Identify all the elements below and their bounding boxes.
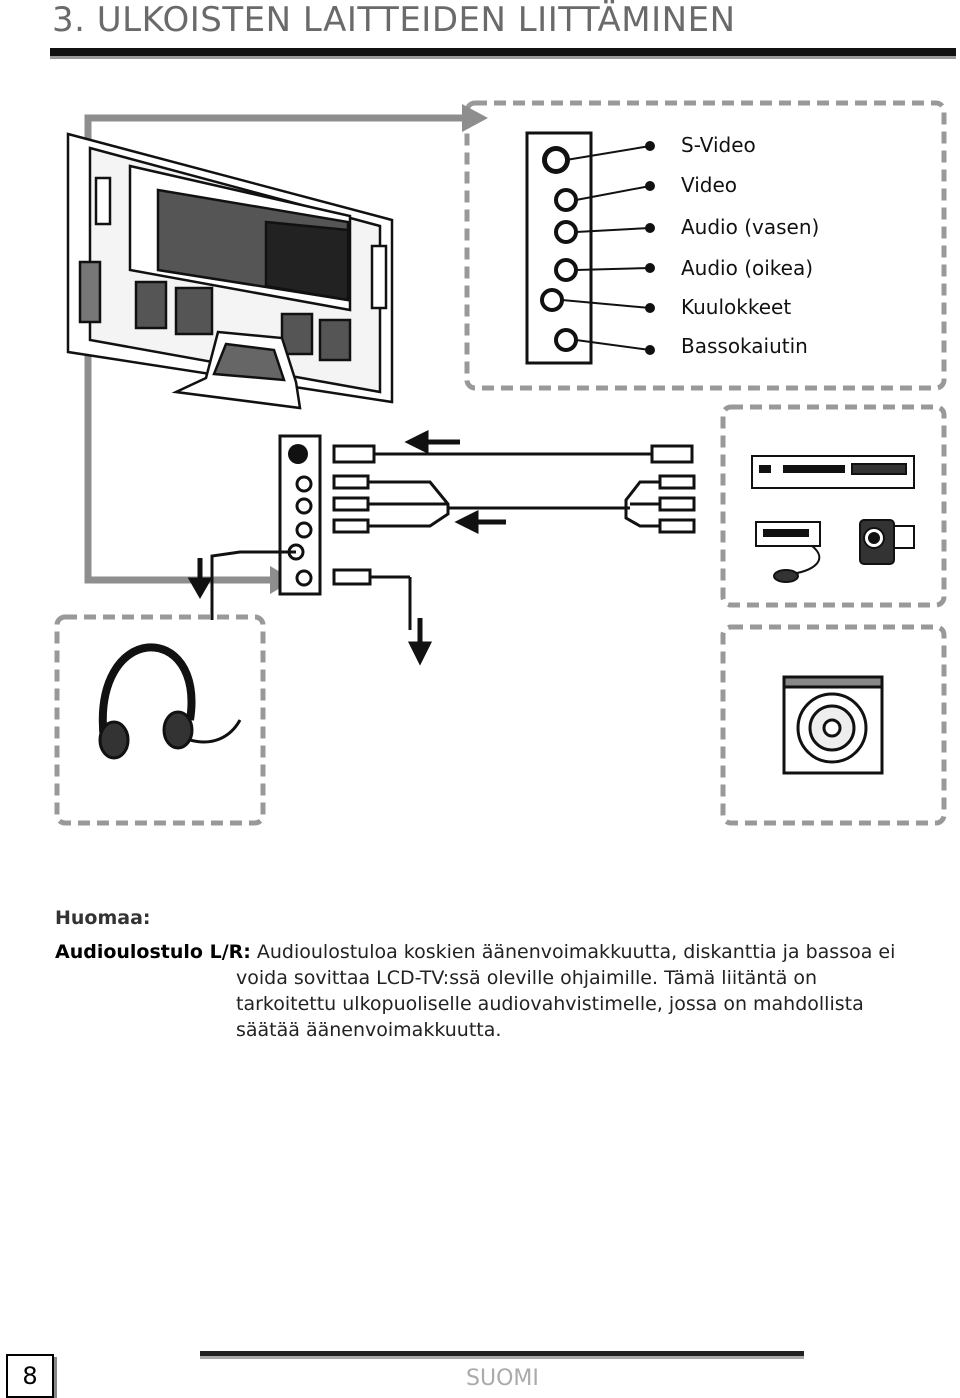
vcr-icon [755, 521, 821, 583]
label-subwoofer: Bassokaiutin [681, 334, 808, 358]
connector-panel-icon [525, 131, 593, 365]
label-leaders [561, 141, 655, 355]
headphones-box [54, 614, 266, 826]
note-key: Audioulostulo L/R: [55, 941, 251, 963]
note-line: Audioulostuloa koskien äänenvoimakkuutta… [256, 941, 896, 963]
note-line: säätää äänenvoimakkuutta. [236, 1019, 502, 1041]
note-section: Huomaa: Audioulostulo L/R: Audioulostulo… [55, 905, 955, 1043]
page-number: 8 [6, 1354, 54, 1398]
connector-callout-box [464, 100, 947, 391]
label-audio-left: Audio (vasen) [681, 215, 820, 239]
connection-diagram [54, 100, 947, 826]
note-line: voida sovittaa LCD-TV:ssä oleville ohjai… [236, 967, 818, 989]
label-s-video: S-Video [681, 133, 756, 157]
note-row: Audioulostulo L/R: Audioulostuloa koskie… [55, 939, 955, 965]
section-heading: 3. ULKOISTEN LAITTEIDEN LIITTÄMINEN [52, 0, 736, 40]
headphones-icon [98, 643, 242, 760]
note-title: Huomaa: [55, 907, 151, 929]
cables [210, 444, 696, 630]
connector-panel-icon [278, 434, 322, 596]
subwoofer-icon [782, 675, 884, 775]
subwoofer-box [720, 624, 947, 826]
dvd-player-icon [751, 455, 915, 489]
footer-language: SUOMI [466, 1366, 539, 1391]
source-devices-box [720, 404, 947, 608]
arrow-icon [187, 429, 506, 666]
label-audio-right: Audio (oikea) [681, 256, 814, 280]
tv-rear-panel-icon [66, 132, 394, 410]
footer-rule [200, 1351, 804, 1359]
heading-rule [50, 48, 956, 59]
camcorder-icon [859, 519, 915, 565]
label-headphones: Kuulokkeet [681, 295, 792, 319]
label-video: Video [681, 173, 738, 197]
note-line: tarkoitettu ulkopuoliselle audiovahvisti… [236, 993, 864, 1015]
